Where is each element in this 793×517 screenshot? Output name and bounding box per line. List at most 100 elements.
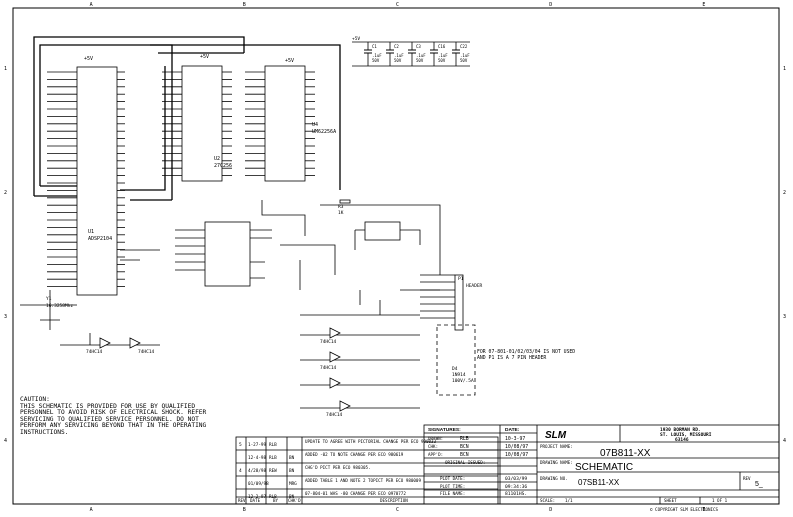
decoupling-caps: C1.1uF50VC2.1uF50VC3.1uF50VC16.1uF50VC22… (352, 41, 470, 67)
cap-voltage: 50V (460, 58, 468, 63)
description-col-header: DESCRIPTION (380, 498, 408, 503)
rev-col-header: REV (238, 498, 246, 503)
header-ref: P1 (458, 276, 464, 282)
caution-line: PERSONNEL TO AVOID RISK OF ELECTRICAL SH… (20, 409, 207, 417)
zone-row-label: 2 (4, 190, 7, 196)
d4-ref: D4 (452, 366, 458, 372)
r3-label: R3 (338, 204, 344, 210)
zone-column-label: D (549, 2, 552, 8)
caution-note: CAUTION: THIS SCHEMATIC IS PROVIDED FOR … (20, 396, 220, 437)
file-name-label: FILE NAME: (440, 491, 465, 496)
description-cell: CHG'D PICT PER ECO 980305. (305, 465, 371, 470)
description-cell: 07-804-01 WAS -80 CHANGE PER ECO 0970772 (305, 491, 406, 496)
rev-label: REV (743, 476, 751, 481)
description-cell: ADDED -02 TO NOTE CHANGE PER ECO 980619 (305, 452, 404, 457)
d4-part: 1N914 (452, 372, 466, 378)
company-address-3: 63146 (675, 437, 689, 443)
plot-date-label: PLOT DATE: (440, 476, 465, 481)
date-cell: 12-4-98 (248, 455, 267, 461)
u2-part-label: 27C256 (214, 163, 232, 169)
cap-voltage: 50V (416, 58, 424, 63)
header-text: HEADER (466, 283, 483, 289)
u4-chip (245, 65, 315, 182)
rev-cell: 5 (239, 442, 242, 448)
project-name-label: PROJECT NAME: (540, 444, 573, 449)
date-label: DATE: (505, 427, 520, 433)
project-name: 07B811-XX (600, 448, 651, 459)
revision-table (235, 436, 499, 505)
u4-ref-label: U4 (312, 122, 318, 128)
sheet-value: 1 OF 1 (712, 498, 728, 503)
caution-heading: CAUTION: (20, 396, 50, 403)
company-logo: SLM (545, 430, 567, 441)
zone-column-label: D (549, 507, 552, 513)
zone-column-label: E (702, 2, 705, 8)
chk-by: BCN (460, 444, 469, 450)
cap-value: .1uF (460, 53, 470, 58)
drawn-date: 10-3-97 (505, 436, 525, 442)
cap-ref: C1 (372, 44, 377, 49)
title-block (423, 424, 780, 505)
date-col-header: DATE (250, 498, 261, 503)
copyright: © COPYRIGHT SLM ELECTRONICS (650, 507, 719, 512)
mid-circuit (20, 199, 476, 409)
zone-row-label: 1 (4, 66, 7, 72)
appd-by: BCN (460, 452, 469, 458)
rev-value: 5_ (755, 481, 763, 488)
u1-supply-label: +5V (84, 56, 93, 62)
description-cell: ADDED TABLE 1 AND NOTE 2 TOPICT PER ECO … (305, 478, 421, 483)
caps-supply-label: +5V (352, 36, 360, 42)
caution-line: THIS SCHEMATIC IS PROVIDED FOR USE BY QU… (20, 402, 196, 410)
by-cell: REW (269, 468, 277, 474)
chk-label: CHK: (428, 444, 438, 449)
cap-ref: C2 (394, 44, 399, 49)
u4-supply-label: +5V (285, 58, 294, 64)
u2-supply-label: +5V (200, 54, 209, 60)
cap-ref: C16 (438, 44, 446, 49)
u6-part-c: 74HC14 (320, 339, 337, 345)
cap-ref: C22 (460, 44, 468, 49)
plot-time-label: PLOT TIME: (440, 484, 465, 489)
d4-rating: 100V/.5A (452, 378, 474, 384)
zone-column-label: A (90, 2, 93, 8)
drawn-label: DRAWN: (428, 436, 443, 441)
chkd-cell: BN (289, 455, 295, 461)
plot-time: 09:34:36 (505, 484, 527, 490)
scale-label: SCALE: (540, 498, 555, 503)
drawn-by: RLB (460, 436, 469, 442)
zone-row-label: 4 (4, 438, 7, 444)
zone-column-label: A (90, 507, 93, 513)
u6-part-e: 74HC14 (326, 412, 343, 418)
zone-column-label: E (702, 507, 705, 513)
u1-chip (47, 66, 125, 296)
caution-line: PERFORM ANY SERVICING BEYOND THAT IN THE… (20, 422, 207, 430)
cap-voltage: 50V (394, 58, 402, 63)
caution-line: INSTRUCTIONS. (20, 428, 69, 436)
zone-row-label: 2 (783, 190, 786, 196)
chkd-cell: BN (289, 468, 295, 474)
zone-column-label: B (243, 507, 246, 513)
plot-date: 03/03/99 (505, 476, 527, 482)
cap-value: .1uF (416, 53, 426, 58)
drawing-name: SCHEMATIC (575, 462, 633, 473)
zone-column-label: C (396, 2, 399, 8)
chk-date: 10/08/97 (505, 444, 528, 450)
rev-cell: 4 (239, 468, 242, 474)
original-issued-label: ORIGINAL ISSUED: (445, 460, 485, 465)
zone-column-label: B (243, 2, 246, 8)
u1-part-label: ADSP2104 (88, 236, 112, 242)
company-address-2: ST. LOUIS, MISSOURI (660, 432, 712, 438)
zone-column-label: C (396, 507, 399, 513)
u2-ref-label: U2 (214, 156, 220, 162)
zone-row-label: 3 (783, 314, 786, 320)
description-cell: UPDATE TO AGREE WITH PICTORIAL CHANGE PE… (305, 439, 437, 444)
company-address-1: 1930 BORMAN RD. (660, 427, 701, 433)
cap-voltage: 50V (372, 58, 380, 63)
caution-line: SERVICING TO QUALIFIED SERVICE PERSONNEL… (20, 415, 199, 423)
cap-value: .1uF (394, 53, 404, 58)
crystal-label: Y1 (46, 296, 52, 302)
appd-date: 10/08/97 (505, 452, 528, 458)
